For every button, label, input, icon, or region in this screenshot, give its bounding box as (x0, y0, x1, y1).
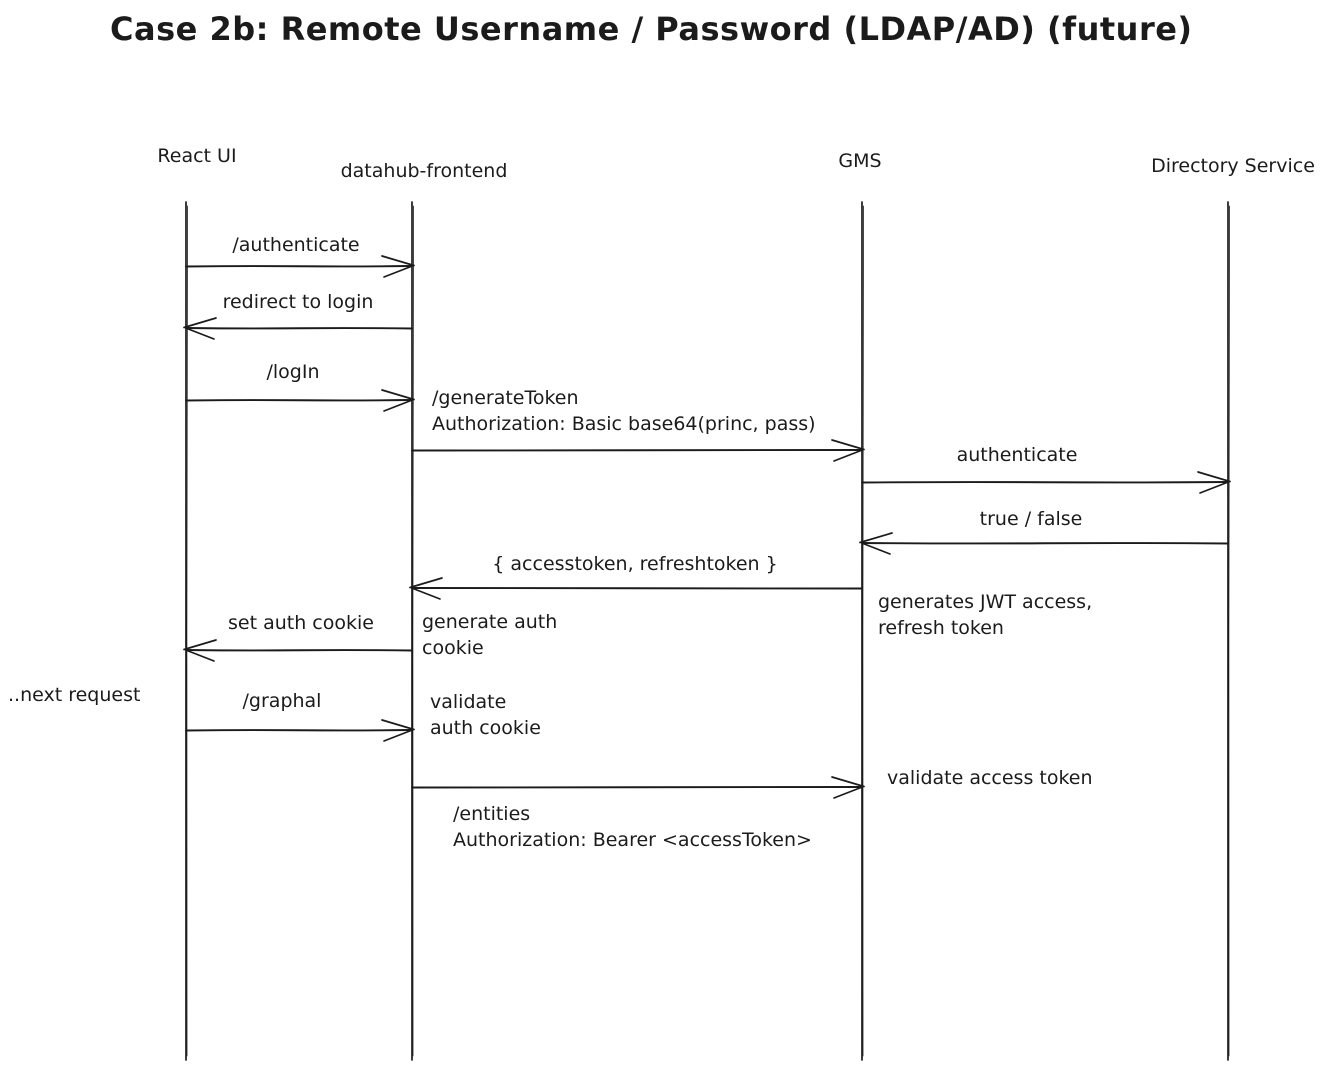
message-arrowhead (1197, 471, 1231, 483)
message-arrowhead (831, 439, 865, 451)
message-arrowhead (831, 776, 865, 788)
annotation-line: generates JWT access, (878, 591, 1093, 613)
message-arrowhead (383, 265, 412, 278)
annotation-line: Authorization: Basic base64(princ, pass) (432, 413, 816, 435)
validate-auth-cookie-note: validate auth cookie (430, 689, 541, 741)
actor-label-react-ui: React UI (157, 145, 237, 167)
actor-label-datahub-frontend: datahub-frontend (340, 160, 508, 182)
message-label: set auth cookie (228, 612, 374, 634)
message-label: authenticate (956, 444, 1078, 466)
message-arrowhead (381, 255, 415, 267)
annotation-line: validate access token (887, 767, 1093, 789)
message-arrow-shaft (185, 729, 413, 732)
next-request-note: ..next request (8, 682, 140, 708)
message-label: /graphal (242, 690, 322, 712)
message-arrowhead (186, 649, 215, 662)
lifeline-datahub-frontend (410, 201, 414, 1061)
annotation-line: Authorization: Bearer <accessToken> (453, 829, 812, 851)
annotation-line: validate (430, 691, 507, 713)
message-arrowhead (381, 389, 415, 401)
annotation-line: /entities (453, 803, 531, 825)
generate-auth-cookie-note: generate auth cookie (422, 609, 557, 661)
annotation-line: generate auth (422, 611, 558, 633)
message-arrow-shaft (185, 265, 413, 268)
message-arrowhead (183, 317, 217, 329)
message-arrow-shaft (861, 542, 1229, 545)
message-arrowhead (862, 542, 891, 555)
message-arrowhead (409, 577, 443, 589)
annotation-line: cookie (422, 637, 484, 659)
message-label: true / false (979, 508, 1083, 530)
annotation-line: auth cookie (430, 717, 541, 739)
message-arrowhead (383, 399, 412, 412)
actor-label-directory-service: Directory Service (1151, 155, 1315, 177)
annotation-line: ..next request (8, 684, 141, 706)
message-arrow-shaft (185, 399, 413, 402)
message-arrowhead (381, 719, 415, 731)
actor-label-gms: GMS (838, 150, 882, 172)
message-arrow-shaft (185, 327, 413, 330)
message-arrow-shaft (411, 449, 863, 452)
message-label: redirect to login (222, 291, 374, 313)
generates-jwt-note: generates JWT access, refresh token (878, 589, 1092, 641)
validate-access-token-note: validate access token (887, 765, 1093, 791)
message-arrow-shaft (861, 481, 1229, 484)
annotation-line: /generateToken (432, 387, 579, 409)
message-arrowhead (859, 532, 893, 544)
message-label: /logIn (266, 361, 320, 383)
annotation-line: refresh token (878, 617, 1004, 639)
lifeline-react-ui (184, 201, 188, 1061)
message-arrowhead (383, 729, 412, 742)
diagram-title: Case 2b: Remote Username / Password (LDA… (110, 10, 1193, 48)
message-label: /authenticate (232, 234, 360, 256)
message-label: { accesstoken, refreshtoken } (492, 553, 778, 575)
message-arrowhead (833, 786, 862, 799)
message-arrow-shaft (185, 649, 413, 652)
message-arrow-shaft (411, 587, 863, 590)
message-arrowhead (186, 327, 215, 340)
message-arrowhead (833, 449, 862, 462)
message-arrowhead (412, 587, 441, 600)
lifeline-directory-service (1226, 201, 1230, 1061)
message-arrow-shaft (411, 786, 863, 789)
lifeline-gms (860, 201, 864, 1061)
message-arrowhead (1199, 481, 1228, 494)
message-arrowhead (183, 639, 217, 651)
